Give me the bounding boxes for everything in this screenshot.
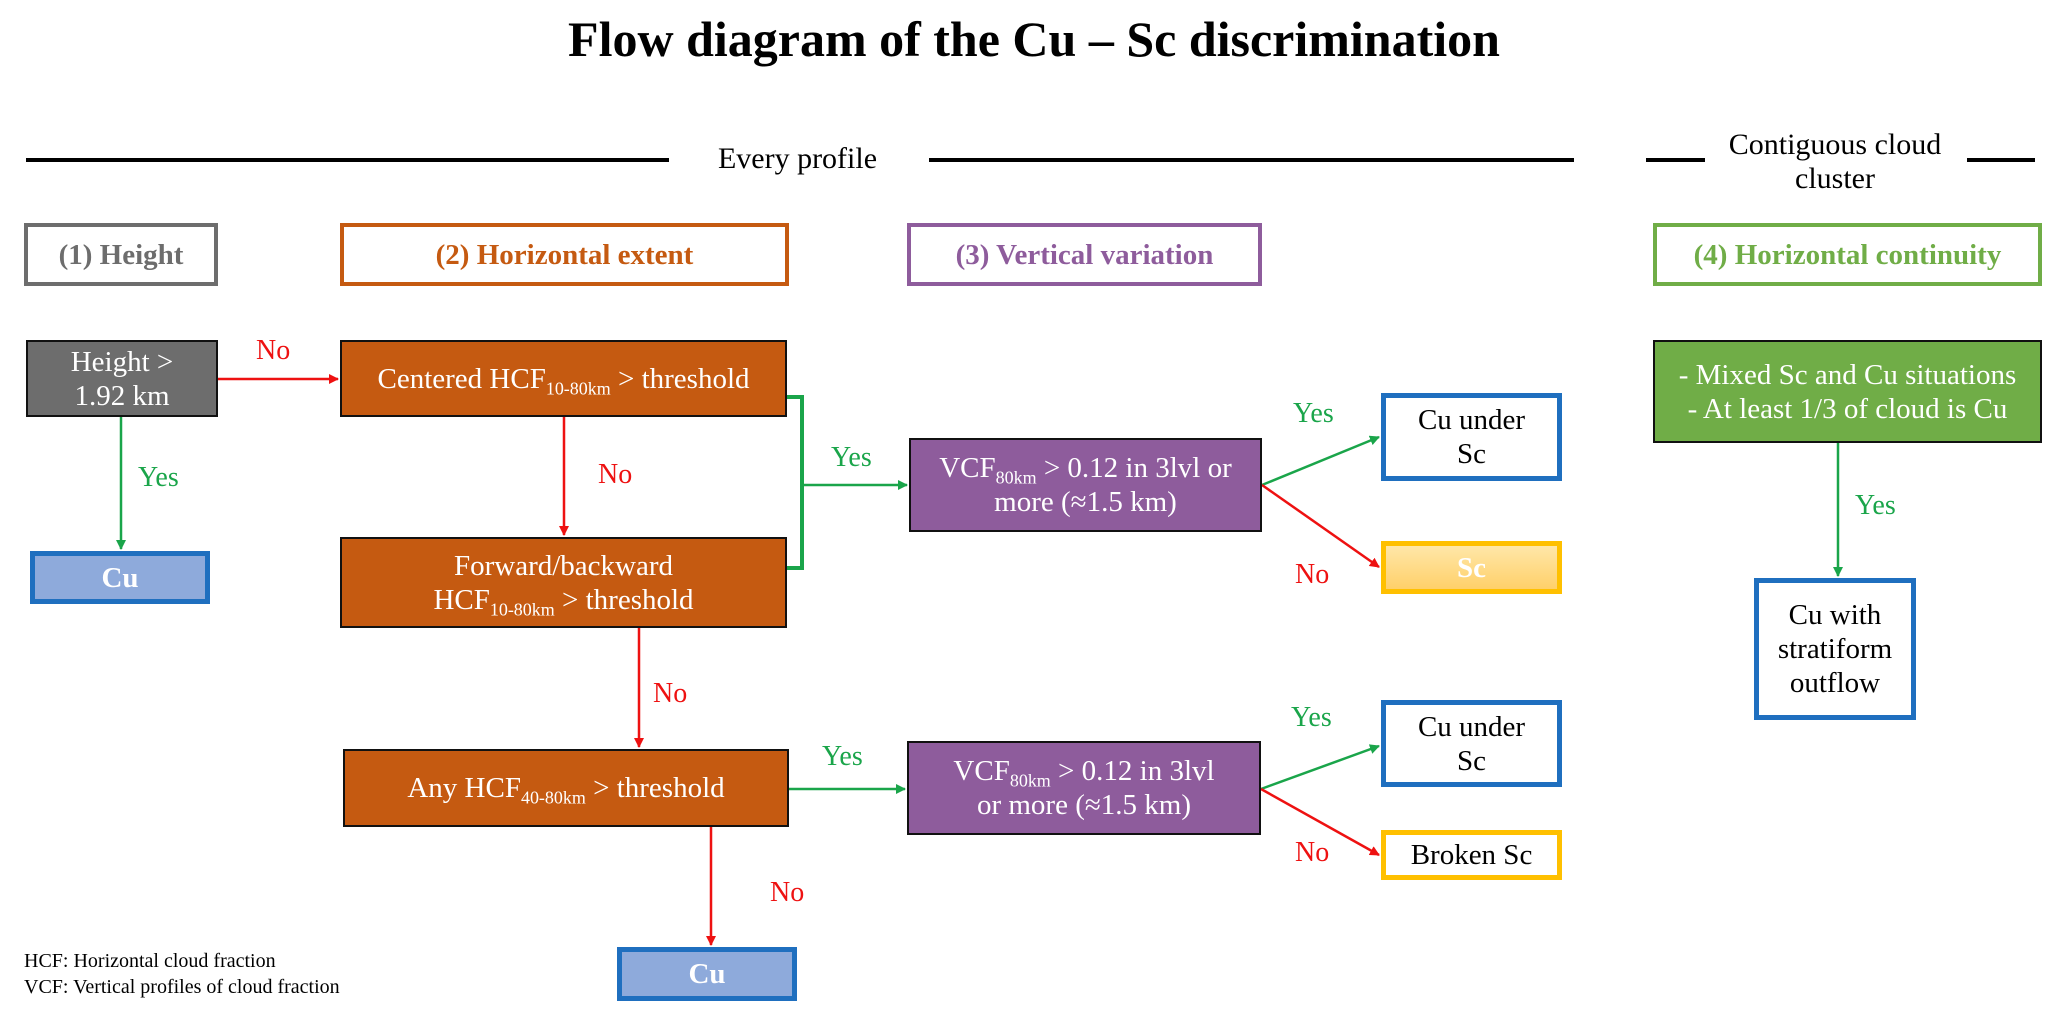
abbreviation-legend: HCF: Horizontal cloud fraction VCF: Vert… (24, 948, 340, 1000)
edge-label-no-any: No (770, 877, 805, 908)
forward-hcf-sub: 10-80km (489, 598, 555, 619)
cu-under-sc-lower-line2: Sc (1457, 744, 1486, 777)
edge-vcf2-to-broken-sc (1260, 787, 1380, 857)
centered-hcf-sub: 10-80km (545, 377, 611, 398)
edge-label-yes-hcf: Yes (831, 442, 872, 473)
edge-label-yes-mixed: Yes (1855, 490, 1896, 521)
cu-with-line2: stratiform (1777, 633, 1893, 665)
node-mixed-situations: - Mixed Sc and Cu situations - At least … (1653, 340, 2042, 443)
vcf-upper-text: VCF (939, 452, 996, 484)
section-label-cluster: Contiguous cloud cluster (1715, 128, 1955, 196)
forward-backward-line1: Forward/backward (453, 549, 673, 582)
cu-with-line1: Cu with (1788, 599, 1882, 631)
node-vcf-upper: VCF80km > 0.12 in 3lvl or more (≈1.5 km) (909, 438, 1262, 532)
any-hcf-text: Any HCF (407, 772, 521, 804)
vcf-upper-line2: more (≈1.5 km) (994, 486, 1177, 518)
vcf-lower-text: VCF (953, 755, 1010, 787)
node-centered-hcf: Centered HCF10-80km > threshold (340, 340, 787, 417)
cu-under-sc-lower-line1: Cu under (1417, 710, 1526, 743)
height-check-line1: Height > (70, 345, 174, 378)
node-cu-under-sc-lower: Cu under Sc (1381, 700, 1562, 787)
edge-label-yes-any: Yes (822, 741, 863, 772)
vcf-lower-line2: or more (≈1.5 km) (976, 789, 1191, 821)
any-hcf-sub: 40-80km (520, 787, 586, 808)
node-cu-any: Cu (617, 947, 797, 1001)
legend-hcf: HCF: Horizontal cloud fraction (24, 950, 276, 972)
edge-label-no-forward: No (653, 678, 688, 709)
diagram-title: Flow diagram of the Cu – Sc discriminati… (568, 11, 1500, 67)
cluster-divider-left (1646, 158, 1705, 162)
edge-bracket-hcf (787, 395, 804, 570)
edge-label-no-centered: No (598, 459, 633, 490)
cluster-label-line2: cluster (1795, 162, 1875, 195)
cluster-label-line1: Contiguous cloud (1728, 128, 1942, 161)
node-sc: Sc (1381, 541, 1562, 594)
forward-hcf-cond: > threshold (554, 583, 694, 616)
mixed-line2: - At least 1/3 of cloud is Cu (1687, 392, 2008, 425)
legend-vcf: VCF: Vertical profiles of cloud fraction (24, 976, 340, 998)
edge-vcf2-to-cu-under-sc (1260, 744, 1380, 791)
node-cu-height: Cu (30, 551, 210, 604)
section-divider-left (26, 158, 669, 162)
edge-label-yes-vcf2: Yes (1291, 702, 1332, 733)
node-cu-with-stratiform-outflow: Cu with stratiform outflow (1754, 578, 1916, 720)
edge-vcf1-to-cu-under-sc (1261, 435, 1380, 487)
node-cu-under-sc-upper: Cu under Sc (1381, 393, 1562, 481)
header-vertical-variation: (3) Vertical variation (907, 223, 1262, 286)
vcf-lower-sub: 80km (1009, 770, 1051, 791)
mixed-line1: - Mixed Sc and Cu situations (1678, 358, 2017, 391)
forward-hcf-text: HCF (433, 583, 490, 616)
edge-label-no-height: No (256, 335, 291, 366)
header-horizontal-continuity: (4) Horizontal continuity (1653, 223, 2042, 286)
node-broken-sc: Broken Sc (1381, 830, 1562, 880)
edge-label-no-vcf2: No (1295, 837, 1330, 868)
node-height-check: Height > 1.92 km (26, 340, 218, 417)
cu-with-line3: outflow (1789, 667, 1881, 699)
section-label-every-profile: Every profile (717, 142, 878, 175)
header-horizontal-extent: (2) Horizontal extent (340, 223, 789, 286)
centered-hcf-cond: > threshold (610, 362, 750, 395)
cu-under-sc-upper-line2: Sc (1457, 438, 1486, 470)
node-vcf-lower: VCF80km > 0.12 in 3lvl or more (≈1.5 km) (907, 741, 1261, 835)
node-any-hcf: Any HCF40-80km > threshold (343, 749, 789, 827)
edge-label-yes-height: Yes (138, 462, 179, 493)
vcf-upper-sub: 80km (995, 467, 1037, 488)
edge-label-yes-vcf1: Yes (1293, 398, 1334, 429)
centered-hcf-text: Centered HCF (377, 362, 546, 395)
any-hcf-cond: > threshold (585, 772, 725, 804)
cu-under-sc-upper-line1: Cu under (1417, 404, 1526, 436)
section-divider-right (929, 158, 1574, 162)
node-forward-backward-hcf: Forward/backward HCF10-80km > threshold (340, 537, 787, 628)
height-check-line2: 1.92 km (74, 379, 170, 412)
header-height: (1) Height (24, 223, 218, 286)
edge-label-no-vcf1: No (1295, 559, 1330, 590)
vcf-upper-cond: > 0.12 in 3lvl or (1036, 452, 1232, 484)
edge-vcf1-to-sc (1261, 483, 1380, 569)
vcf-lower-cond: > 0.12 in 3lvl (1050, 755, 1215, 787)
cluster-divider-right (1967, 158, 2035, 162)
